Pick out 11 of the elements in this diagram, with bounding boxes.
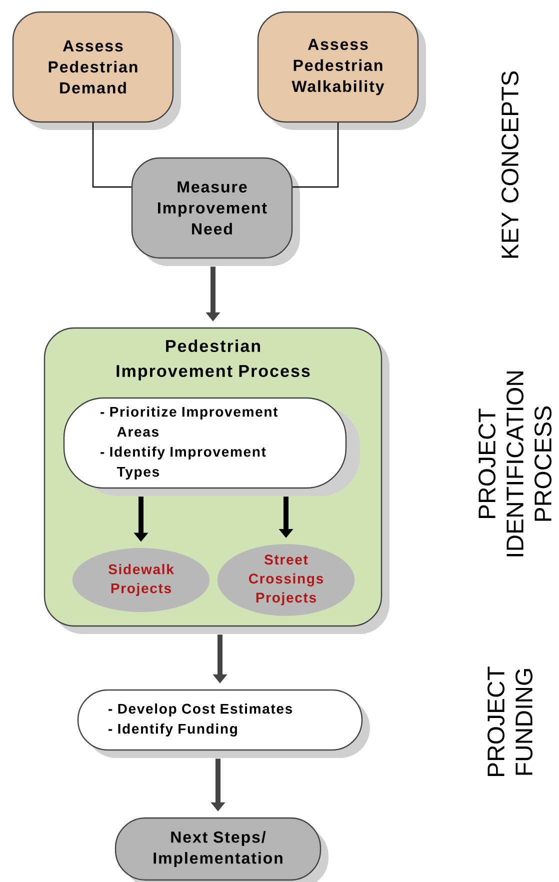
connector-line: [92, 122, 132, 188]
connector-line: [292, 122, 339, 188]
task-box: - Develop Cost Estimates - Identify Funding: [77, 689, 370, 758]
section-label: PROJECT FUNDING: [488, 666, 532, 776]
process-box: Measure Improvement Need: [131, 157, 300, 266]
concept-box: Assess Pedestrian Walkability: [257, 11, 426, 130]
process-box: Next Steps/ Implementation: [114, 817, 328, 882]
section-label: PROJECT IDENTIFICATION PROCESS: [478, 372, 552, 556]
task-box: - Prioritize Improvement Areas - Identify Improvement Types: [63, 397, 360, 496]
concept-box: Assess Pedestrian Demand: [12, 11, 181, 130]
section-label: KEY CONCEPTS: [502, 71, 518, 258]
